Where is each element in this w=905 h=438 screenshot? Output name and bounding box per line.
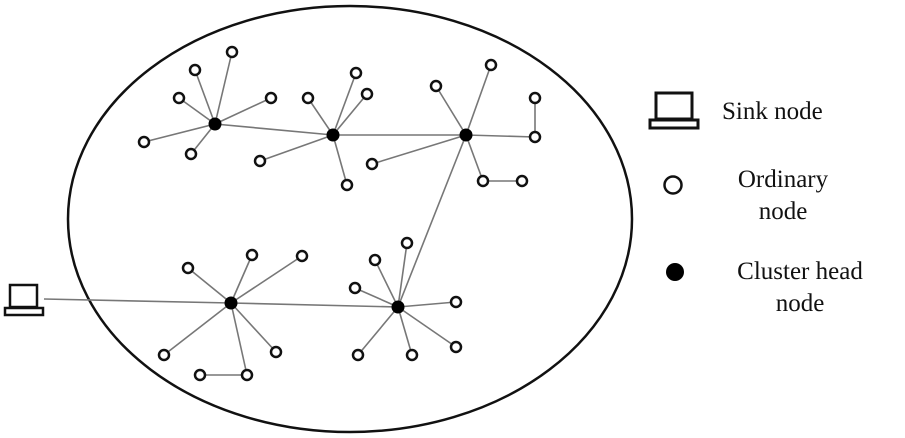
ordinary-node (253, 154, 267, 168)
edge-ch5-node (397, 306, 413, 356)
edge-ch3-node (465, 134, 484, 182)
ordinary-node (184, 147, 198, 161)
legend-cluster-head-icon (666, 263, 684, 281)
cluster-head-node (326, 128, 340, 142)
edge-ch1-node (214, 97, 272, 125)
edge-ch3-node (465, 134, 536, 138)
edge-ch2-node (332, 93, 368, 136)
ordinary-node (240, 368, 254, 382)
edge-ch5-node (374, 259, 399, 308)
edge-ch3-node (465, 64, 492, 136)
ordinary-node (528, 91, 542, 105)
edge-ch5-node (397, 301, 457, 308)
ordinary-node (137, 135, 151, 149)
edge-ch3-ch5 (397, 134, 467, 308)
edge-ch4-node (187, 267, 232, 304)
edge-ch5-node (354, 287, 399, 308)
edge-ch1-node (178, 97, 216, 125)
edge-ch1-node (143, 123, 216, 143)
edge-ch4-node (230, 255, 303, 304)
ordinary-nodes (137, 45, 542, 382)
ordinary-node (400, 236, 414, 250)
ordinary-node (360, 87, 374, 101)
edge-ch4-node (230, 254, 253, 304)
cluster-head-node (208, 117, 222, 131)
legend-sink-label: Sink node (722, 98, 823, 125)
ordinary-node (449, 340, 463, 354)
edge-ch5-node (397, 242, 408, 308)
edge-ch4-node (163, 302, 232, 356)
ordinary-node (295, 249, 309, 263)
edge-ch4-node (230, 302, 277, 353)
legend-cluster-head-label: Cluster head node (737, 258, 863, 317)
edge-ch1-node (214, 51, 233, 125)
legend-ordinary-label: Ordinary node (737, 166, 829, 225)
ordinary-node (449, 295, 463, 309)
cluster-head-node (459, 128, 473, 142)
ordinary-node (225, 45, 239, 59)
edge-ch1-ch2 (214, 123, 334, 136)
ordinary-node (264, 91, 278, 105)
ordinary-node (269, 345, 283, 359)
ordinary-node (528, 130, 542, 144)
ordinary-node (181, 261, 195, 275)
cluster-head-nodes (208, 117, 473, 314)
edge-ch5-node (397, 306, 457, 348)
edge-ch4-ch5 (230, 302, 399, 308)
ordinary-node (245, 248, 259, 262)
ordinary-node (188, 63, 202, 77)
edge-sink-ch4 (43, 298, 232, 304)
edge-ch2-node (332, 72, 357, 136)
network-edges (43, 51, 536, 376)
sink-node-laptop-icon (3, 283, 45, 317)
ordinary-node (405, 348, 419, 362)
edge-ch5-node (357, 306, 399, 356)
edge-ch3-node (435, 85, 467, 136)
edge-ch3-node (371, 134, 467, 165)
ordinary-node (365, 157, 379, 171)
ordinary-node (172, 91, 186, 105)
edge-ch2-node (332, 134, 348, 186)
cluster-head-node (391, 300, 405, 314)
cluster-head-node (224, 296, 238, 310)
legend-sink-icon (648, 91, 700, 130)
ordinary-node (484, 58, 498, 72)
ordinary-node (340, 178, 354, 192)
edge-ch2-node (307, 97, 334, 136)
ordinary-node (301, 91, 315, 105)
ordinary-node (515, 174, 529, 188)
ordinary-node (368, 253, 382, 267)
edge-ch1-node (194, 69, 216, 125)
ordinary-node (476, 174, 490, 188)
edge-ch2-node (259, 134, 334, 162)
ordinary-node (351, 348, 365, 362)
ordinary-node (429, 79, 443, 93)
edge-ch4-node (230, 302, 248, 376)
ordinary-node (193, 368, 207, 382)
ordinary-node (349, 66, 363, 80)
ordinary-node (348, 281, 362, 295)
legend-ordinary-icon (663, 175, 683, 195)
network-region-ellipse (66, 4, 634, 434)
ordinary-node (157, 348, 171, 362)
